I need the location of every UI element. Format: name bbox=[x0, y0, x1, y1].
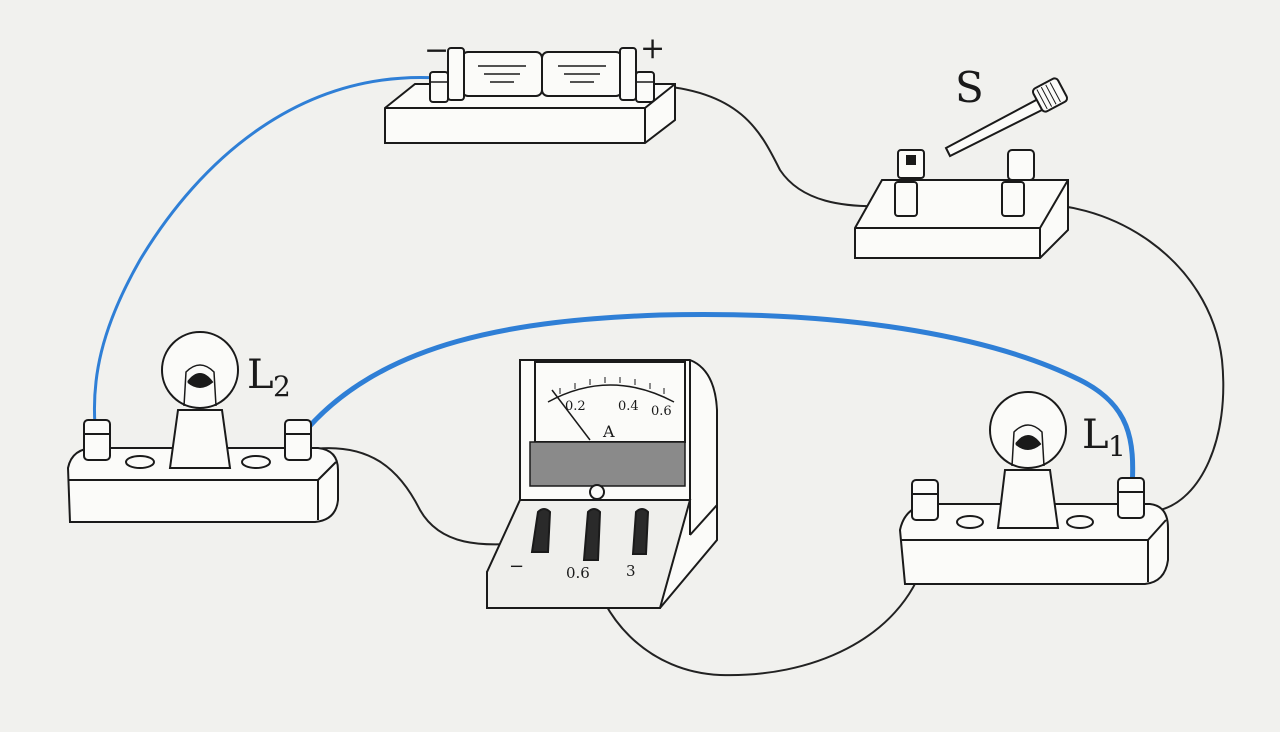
ammeter-scale-label-0.2: 0.2 bbox=[565, 399, 586, 414]
switch-label: S bbox=[955, 63, 984, 112]
battery-terminal-positive bbox=[635, 71, 655, 103]
ammeter-terminal-label-3: 3 bbox=[626, 562, 636, 580]
switch-terminal-right bbox=[1001, 181, 1025, 217]
ammeter-terminal-0.6 bbox=[582, 508, 602, 561]
ammeter-terminal-3 bbox=[631, 508, 650, 555]
wire-battery-to-lamp2 bbox=[92, 76, 440, 427]
battery-positive-sign: + bbox=[640, 31, 665, 66]
lamp-l1-label-letter: L bbox=[1082, 412, 1109, 458]
wires bbox=[92, 76, 1225, 677]
switch bbox=[854, 77, 1069, 259]
lamp-l1 bbox=[898, 391, 1169, 585]
battery bbox=[384, 47, 676, 144]
lamp-l1-label-subscript: 1 bbox=[1108, 430, 1126, 463]
wire-switch-to-lamp1 bbox=[1014, 203, 1225, 511]
ammeter-zero-adjust bbox=[589, 484, 605, 500]
lamp-l2-socket bbox=[168, 409, 232, 469]
lamp-l1-terminal-right bbox=[1117, 477, 1145, 519]
switch-base bbox=[854, 179, 1069, 259]
ammeter-unit-label: A bbox=[602, 422, 615, 441]
wire-lamp2-to-ammeter bbox=[304, 447, 533, 546]
battery-terminal-negative bbox=[429, 71, 449, 103]
ammeter-needle bbox=[551, 389, 591, 441]
battery-negative-sign: − bbox=[424, 33, 449, 68]
ammeter-terminal-negative bbox=[530, 508, 552, 553]
ammeter-dial bbox=[534, 361, 686, 443]
lamp-l2-terminal-left bbox=[83, 419, 111, 461]
switch-contact-right bbox=[1007, 149, 1035, 181]
lamp-l2 bbox=[66, 331, 339, 523]
lamp-l1-terminal-left bbox=[911, 479, 939, 521]
lamp-l2-terminal-right bbox=[284, 419, 312, 461]
wire-lamp2-to-lamp1 bbox=[299, 312, 1136, 491]
ammeter-scale-label-0.6: 0.6 bbox=[651, 404, 672, 419]
ammeter-terminal-label-negative: − bbox=[509, 556, 524, 577]
lamp-l2-bulb bbox=[161, 331, 239, 409]
lamp-l1-socket bbox=[996, 469, 1060, 529]
wire-battery-to-switch bbox=[649, 84, 903, 208]
lamp-l2-label-subscript: 2 bbox=[273, 370, 291, 403]
switch-terminal-left bbox=[894, 181, 918, 217]
ammeter-scale-strip bbox=[529, 441, 686, 487]
lamp-l1-label: L 1 bbox=[1082, 412, 1126, 463]
ammeter-scale-label-0.4: 0.4 bbox=[618, 399, 639, 414]
lamp-l2-label-letter: L bbox=[247, 352, 274, 398]
lamp-l1-bulb bbox=[989, 391, 1067, 469]
switch-knob bbox=[1031, 77, 1069, 113]
ammeter bbox=[486, 359, 718, 609]
ammeter-terminal-label-0.6: 0.6 bbox=[566, 564, 590, 582]
lamp-l2-label: L 2 bbox=[247, 352, 291, 403]
